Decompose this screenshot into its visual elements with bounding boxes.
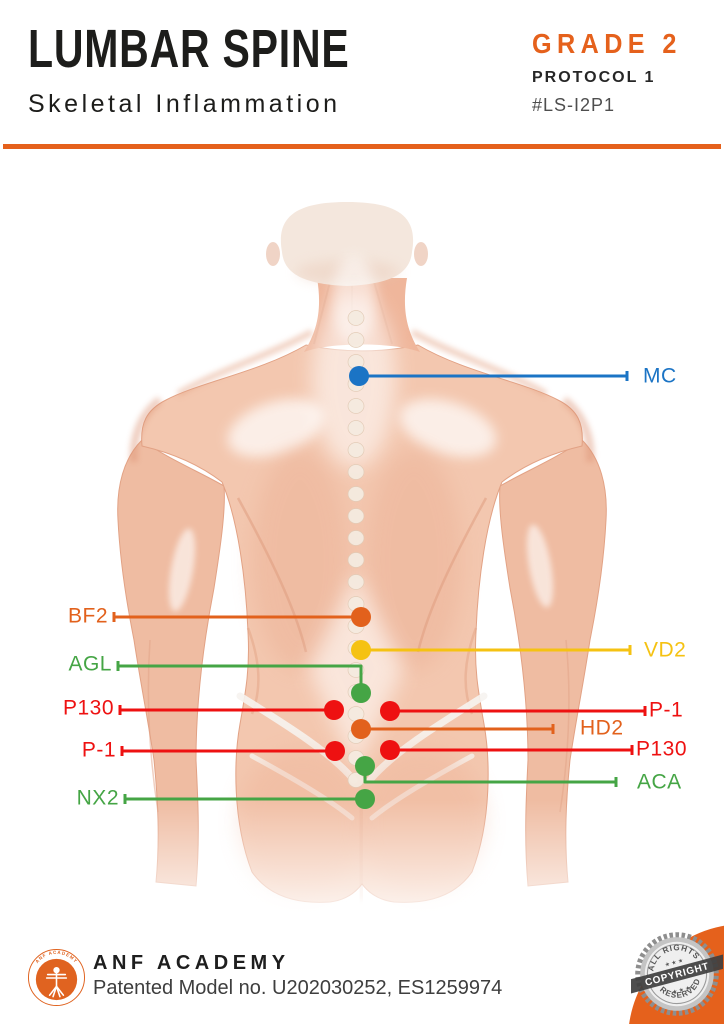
point-nx2-dot (355, 789, 375, 809)
point-p130-left: P130 (63, 697, 344, 720)
point-mc: MC (349, 365, 677, 388)
point-p1-left-label: P-1 (82, 739, 116, 762)
point-bf2-label: BF2 (68, 605, 108, 628)
point-vd2: VD2 (351, 639, 686, 662)
grade-label: GRADE 2 (532, 28, 682, 59)
protocol-code: #LS-I2P1 (532, 95, 616, 115)
head (266, 202, 428, 286)
brand-name: ANF ACADEMY (93, 952, 290, 974)
stamp-stars-bottom: ★ ★ ★ (671, 985, 691, 997)
copyright-stamp: ALL RIGHTS RESERVED ★ ★ ★ ★ ★ ★ COPYRIGH… (626, 928, 724, 1020)
point-aca-label: ACA (637, 771, 682, 794)
header-right: GRADE 2 PROTOCOL 1 #LS-I2P1 (532, 28, 698, 116)
point-p130-right-label: P130 (636, 738, 687, 761)
point-agl-dot (351, 683, 371, 703)
point-vd2-dot (351, 640, 371, 660)
vitruvian-man-icon (45, 966, 68, 998)
point-p130-left-label: P130 (63, 697, 114, 720)
point-agl-line (118, 664, 363, 693)
point-agl-label: AGL (68, 653, 112, 676)
point-bf2-dot (351, 607, 371, 627)
patent-text: Patented Model no. U202030252, ES1259974 (93, 977, 503, 999)
point-aca: ACA (355, 756, 682, 794)
point-p1-right-label: P-1 (649, 699, 683, 722)
protocol-label: PROTOCOL 1 (532, 69, 656, 86)
stamp-stars-top: ★ ★ ★ (664, 957, 684, 969)
point-hd2-label: HD2 (580, 717, 624, 740)
point-agl: AGL (68, 653, 371, 703)
point-hd2-dot (351, 719, 371, 739)
bottom-fade (0, 800, 724, 940)
point-p130-right: P130 (380, 738, 687, 761)
point-p1-left-dot (325, 741, 345, 761)
point-p1-left: P-1 (82, 739, 345, 762)
point-p130-right-dot (380, 740, 400, 760)
header-divider (3, 144, 721, 149)
point-nx2: NX2 (77, 787, 375, 810)
anf-academy-logo: ANF ACADEMY (27, 948, 86, 1007)
page-subtitle: Skeletal Inflammation (28, 90, 341, 118)
header-left: LUMBAR SPINE Skeletal Inflammation (28, 22, 451, 119)
point-p1-right: P-1 (380, 699, 683, 722)
point-aca-line (363, 766, 616, 784)
point-bf2: BF2 (68, 605, 371, 628)
point-mc-label: MC (643, 365, 677, 388)
point-p1-right-dot (380, 701, 400, 721)
point-nx2-label: NX2 (77, 787, 119, 810)
point-p130-left-dot (324, 700, 344, 720)
point-vd2-label: VD2 (644, 639, 686, 662)
page-title: LUMBAR SPINE (28, 19, 350, 79)
point-mc-dot (349, 366, 369, 386)
point-aca-dot (355, 756, 375, 776)
point-hd2: HD2 (351, 717, 624, 740)
